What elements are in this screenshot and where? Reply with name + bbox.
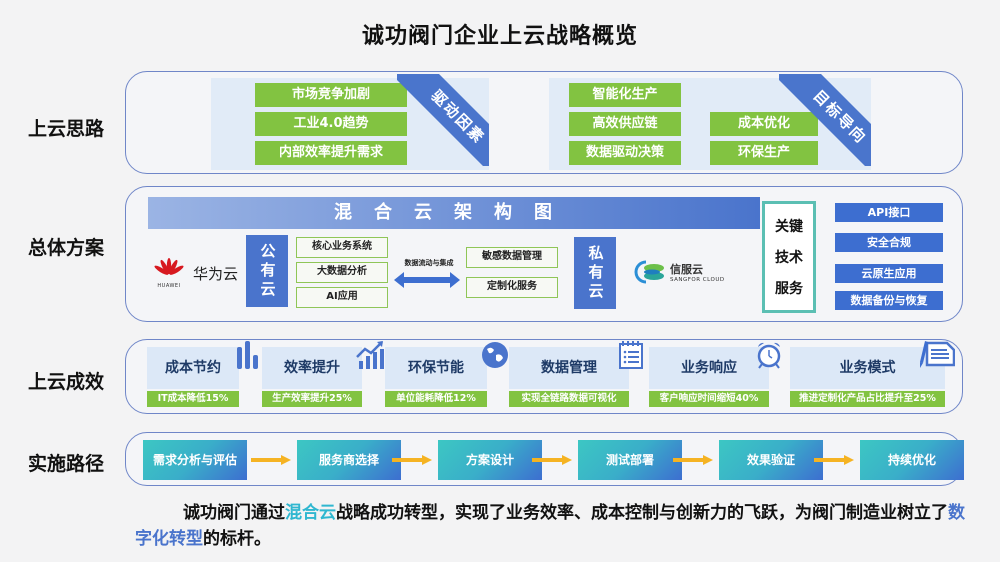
result-card-model: 业务模式 推进定制化产品占比提升至25% <box>790 341 955 407</box>
path-step: 效果验证 <box>719 440 823 480</box>
private-cloud-label: 私有云 <box>586 244 605 302</box>
sangfor-name: 信服云 <box>670 263 703 276</box>
sangfor-logo-icon <box>634 260 664 284</box>
key-tech-label: 服务 <box>775 281 803 298</box>
result-metric: 生产效率提升25% <box>262 391 362 407</box>
result-metric: 客户响应时间缩短40% <box>649 391 769 407</box>
result-title: 业务模式 <box>790 347 945 389</box>
row-label-path: 实施路径 <box>28 453 105 475</box>
public-cloud-item: AI应用 <box>296 287 388 308</box>
key-tech-frame: 关键 技术 服务 <box>762 201 816 313</box>
goal-item: 智能化生产 <box>569 83 681 107</box>
goals-ribbon: 目标导向 <box>779 74 871 166</box>
document-pen-icon <box>920 341 955 368</box>
summary-highlight-hybrid-cloud: 混合云 <box>285 503 336 523</box>
result-metric: 实现全链路数据可视化 <box>509 391 629 407</box>
public-cloud-box: 公有云 <box>246 235 288 307</box>
summary-text: 诚功阀门通过混合云战略成功转型，实现了业务效率、成本控制与创新力的飞跃，为阀门制… <box>135 500 965 552</box>
result-card-efficiency: 效率提升 生产效率提升25% <box>262 341 384 407</box>
row-label-solution: 总体方案 <box>28 237 105 259</box>
alarm-clock-icon <box>757 342 781 369</box>
summary-part: 的标杆。 <box>203 529 271 549</box>
path-step: 服务商选择 <box>297 440 401 480</box>
result-metric: 单位能耗降低12% <box>385 391 487 407</box>
globe-icon <box>482 342 508 368</box>
path-step: 测试部署 <box>578 440 682 480</box>
path-step: 方案设计 <box>438 440 542 480</box>
page-title: 诚功阀门企业上云战略概览 <box>361 24 638 49</box>
goal-item: 数据驱动决策 <box>569 141 681 165</box>
double-arrow-icon <box>394 272 460 288</box>
result-title: 环保节能 <box>385 347 487 389</box>
result-card-data: 数据管理 实现全链路数据可视化 <box>509 341 643 407</box>
path-step: 持续优化 <box>860 440 964 480</box>
arrow-right-icon <box>392 455 432 465</box>
sangfor-en: SANGFOR CLOUD <box>670 277 725 283</box>
drivers-ribbon-label: 驱动因素 <box>397 74 489 166</box>
result-card-eco: 环保节能 单位能耗降低12% <box>385 342 508 407</box>
key-tech-label: 技术 <box>775 249 803 266</box>
row-label-results: 上云成效 <box>28 371 105 393</box>
public-cloud-label: 公有云 <box>258 242 277 300</box>
goal-item: 高效供应链 <box>569 112 681 136</box>
arrow-right-icon <box>814 455 854 465</box>
key-tech-item: 云原生应用 <box>835 264 943 283</box>
private-item: 定制化服务 <box>466 277 558 298</box>
key-tech-label: 关键 <box>775 218 803 235</box>
result-card-response: 业务响应 客户响应时间缩短40% <box>649 342 781 407</box>
arch-title-bar: 混合云架构图 <box>148 197 760 229</box>
result-title: 成本节约 <box>147 347 239 389</box>
flow-label: 数据流动与集成 <box>404 259 454 267</box>
goal-item: 环保生产 <box>710 141 818 165</box>
drivers-zone: 市场竞争加剧 工业4.0趋势 内部效率提升需求 驱动因素 <box>211 74 489 170</box>
results-panel: 成本节约 IT成本降低15% 效率提升 生产效率提升25% 环保节能 单位能耗降… <box>125 339 963 414</box>
summary-part: 诚功阀门通过 <box>183 503 285 523</box>
notepad-icon <box>619 341 643 369</box>
goal-item: 成本优化 <box>710 112 818 136</box>
result-metric: IT成本降低15% <box>147 391 239 407</box>
key-tech-item: 数据备份与恢复 <box>835 291 943 310</box>
goals-zone: 智能化生产 高效供应链 数据驱动决策 成本优化 环保生产 目标导向 <box>549 74 871 170</box>
private-item: 敏感数据管理 <box>466 247 558 268</box>
row-label-thinking: 上云思路 <box>28 118 105 140</box>
summary-part: 战略成功转型，实现了业务效率、成本控制与创新力的飞跃，为阀门制造业树立了 <box>336 503 948 523</box>
result-card-cost: 成本节约 IT成本降低15% <box>147 341 258 407</box>
arrow-right-icon <box>251 455 291 465</box>
path-panel: 需求分析与评估 服务商选择 方案设计 测试部署 效果验证 持续优化 <box>125 432 964 486</box>
driver-item: 内部效率提升需求 <box>255 141 407 165</box>
public-cloud-item: 大数据分析 <box>296 262 388 283</box>
huawei-petals-icon <box>154 258 184 275</box>
bar-chart-icon <box>237 341 258 369</box>
arrow-right-icon <box>532 455 572 465</box>
solution-panel: 混合云架构图 HUAWEI 华为云 公有云 核心业务系统 大数据分析 AI应用 … <box>125 186 963 322</box>
huawei-logo: HUAWEI <box>152 257 186 289</box>
arrow-right-icon <box>673 455 713 465</box>
key-tech-item: 安全合规 <box>835 233 943 252</box>
growth-chart-icon <box>356 341 384 369</box>
summary-highlight-digital-transformation: 数字化转型 <box>135 503 965 549</box>
public-cloud-item: 核心业务系统 <box>296 237 388 258</box>
result-title: 效率提升 <box>262 347 362 389</box>
thinking-panel: 市场竞争加剧 工业4.0趋势 内部效率提升需求 驱动因素 智能化生产 高效供应链… <box>125 71 963 174</box>
key-tech-item: API接口 <box>835 203 943 222</box>
result-metric: 推进定制化产品占比提升至25% <box>790 391 945 407</box>
huawei-cloud-name: 华为云 <box>193 265 239 283</box>
result-title: 数据管理 <box>509 347 629 389</box>
goals-ribbon-label: 目标导向 <box>779 74 871 166</box>
path-step: 需求分析与评估 <box>143 440 247 480</box>
huawei-brand: HUAWEI <box>157 283 181 289</box>
private-cloud-box: 私有云 <box>574 237 616 309</box>
driver-item: 工业4.0趋势 <box>255 112 407 136</box>
result-title: 业务响应 <box>649 347 769 389</box>
drivers-ribbon: 驱动因素 <box>397 74 489 166</box>
driver-item: 市场竞争加剧 <box>255 83 407 107</box>
